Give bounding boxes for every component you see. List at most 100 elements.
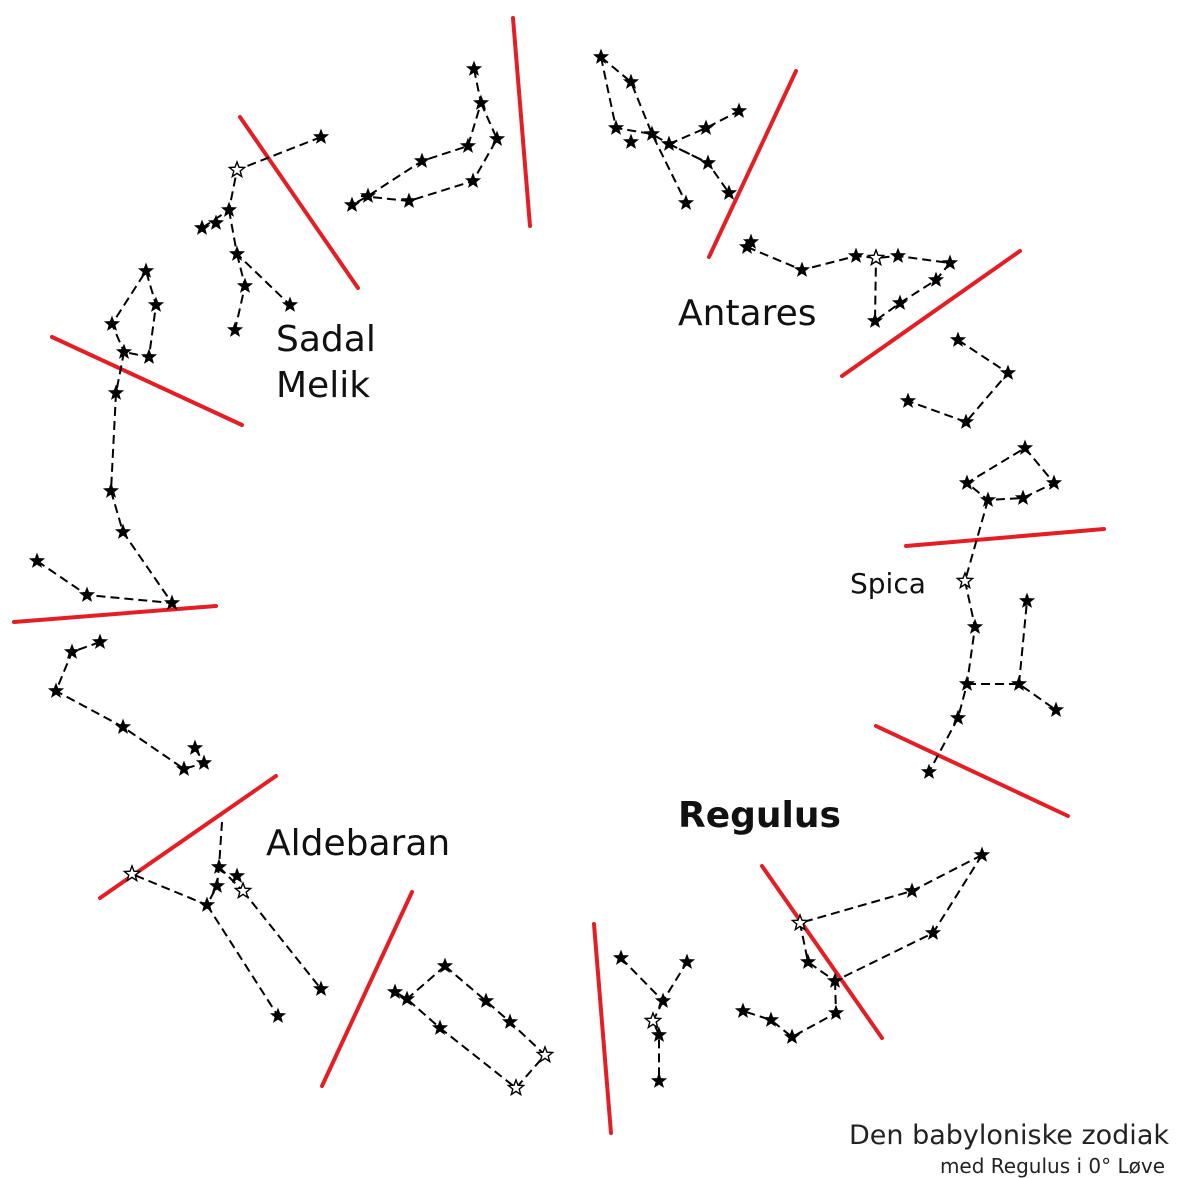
filled-star-icon (187, 740, 203, 755)
filled-star-icon (473, 95, 489, 110)
constellation-line (958, 340, 1008, 422)
filled-star-icon (103, 483, 119, 498)
filled-star-icon (967, 619, 983, 634)
melik-label: Melik (276, 368, 370, 404)
filled-star-icon (784, 1029, 800, 1044)
sign-boundary-line (240, 117, 358, 288)
filled-star-icon (227, 322, 243, 337)
constellation-line (1019, 601, 1027, 684)
constellation-line (207, 905, 278, 1016)
spica-label: Spica (850, 570, 926, 598)
filled-star-icon (848, 248, 864, 263)
filled-star-icon (1000, 365, 1016, 380)
sign-boundary-line (876, 726, 1068, 816)
filled-star-icon (1046, 475, 1062, 490)
sign-boundary-line (52, 337, 242, 425)
constellation-line (56, 642, 204, 769)
open-star-icon (645, 1013, 660, 1028)
filled-star-icon (460, 138, 476, 153)
sign-boundary-line (14, 606, 216, 622)
filled-star-icon (209, 878, 225, 893)
filled-star-icon (414, 153, 430, 168)
filled-star-icon (92, 634, 108, 649)
sign-boundary-line (100, 776, 276, 898)
filled-star-icon (282, 297, 298, 312)
antares-label: Antares (678, 296, 817, 332)
regulus-label: Regulus (678, 798, 841, 834)
filled-star-icon (64, 644, 80, 659)
filled-star-icon (229, 246, 245, 261)
sign-boundary-line (906, 529, 1104, 546)
filled-star-icon (890, 248, 906, 263)
filled-star-icon (942, 255, 958, 270)
filled-star-icon (176, 761, 192, 776)
filled-star-icon (980, 492, 996, 507)
filled-star-icon (794, 262, 810, 277)
filled-star-icon (270, 1008, 286, 1023)
filled-star-icon (208, 215, 224, 230)
filled-star-icon (623, 74, 639, 89)
filled-star-icon (974, 847, 990, 862)
constellation-line (37, 271, 172, 603)
filled-star-icon (925, 925, 941, 940)
constellation-line (407, 966, 445, 999)
filled-star-icon (735, 1003, 751, 1018)
constellation-line (800, 855, 982, 923)
filled-star-icon (79, 587, 95, 602)
filled-star-icon (623, 134, 639, 149)
filled-star-icon (194, 220, 210, 235)
filled-star-icon (678, 195, 694, 210)
filled-star-icon (138, 263, 154, 278)
sign-boundary-line (513, 18, 530, 226)
filled-star-icon (465, 173, 481, 188)
filled-star-icon (679, 954, 695, 969)
filled-star-icon (959, 676, 975, 691)
filled-star-icon (698, 120, 714, 135)
filled-star-icon (196, 755, 212, 770)
filled-star-icon (867, 313, 883, 328)
filled-star-icon (48, 683, 64, 698)
open-star-icon (235, 883, 250, 898)
filled-star-icon (141, 349, 157, 364)
filled-star-icon (661, 136, 677, 151)
filled-star-icon (1048, 702, 1064, 717)
filled-star-icon (655, 993, 671, 1008)
constellation-line (669, 144, 708, 163)
open-star-icon (229, 162, 244, 177)
filled-star-icon (731, 103, 747, 118)
constellation-line (743, 981, 836, 1037)
filled-star-icon (199, 897, 215, 912)
filled-star-icon (651, 1073, 667, 1088)
filled-star-icon (608, 120, 624, 135)
sign-boundary-line (594, 924, 611, 1133)
caption-subtitle: med Regulus i 0° Løve (940, 1156, 1165, 1176)
filled-star-icon (950, 710, 966, 725)
constellation-line (908, 401, 966, 422)
constellation-line (395, 966, 545, 1088)
filled-star-icon (489, 131, 505, 146)
filled-star-icon (344, 197, 360, 212)
sign-boundary-line (842, 251, 1020, 376)
caption-title: Den babyloniske zodiak (849, 1122, 1169, 1149)
filled-star-icon (104, 316, 120, 331)
sign-boundary-line (709, 71, 796, 257)
aldebaran-label: Aldebaran (266, 826, 450, 862)
filled-star-icon (148, 297, 164, 312)
filled-star-icon (1015, 490, 1031, 505)
sign-boundaries (14, 18, 1104, 1133)
constellation-line (621, 958, 687, 1001)
filled-star-icon (828, 1005, 844, 1020)
filled-star-icon (115, 524, 131, 539)
filled-star-icon (401, 193, 417, 208)
filled-star-icon (700, 155, 716, 170)
filled-star-icon (1017, 440, 1033, 455)
constellation-line (132, 822, 222, 905)
filled-star-icon (900, 393, 916, 408)
sign-boundary-line (762, 866, 882, 1038)
filled-star-icon (921, 764, 937, 779)
filled-star-icon (644, 126, 660, 141)
filled-star-icon (313, 129, 329, 144)
filled-star-icon (904, 883, 920, 898)
filled-star-icon (360, 188, 376, 203)
